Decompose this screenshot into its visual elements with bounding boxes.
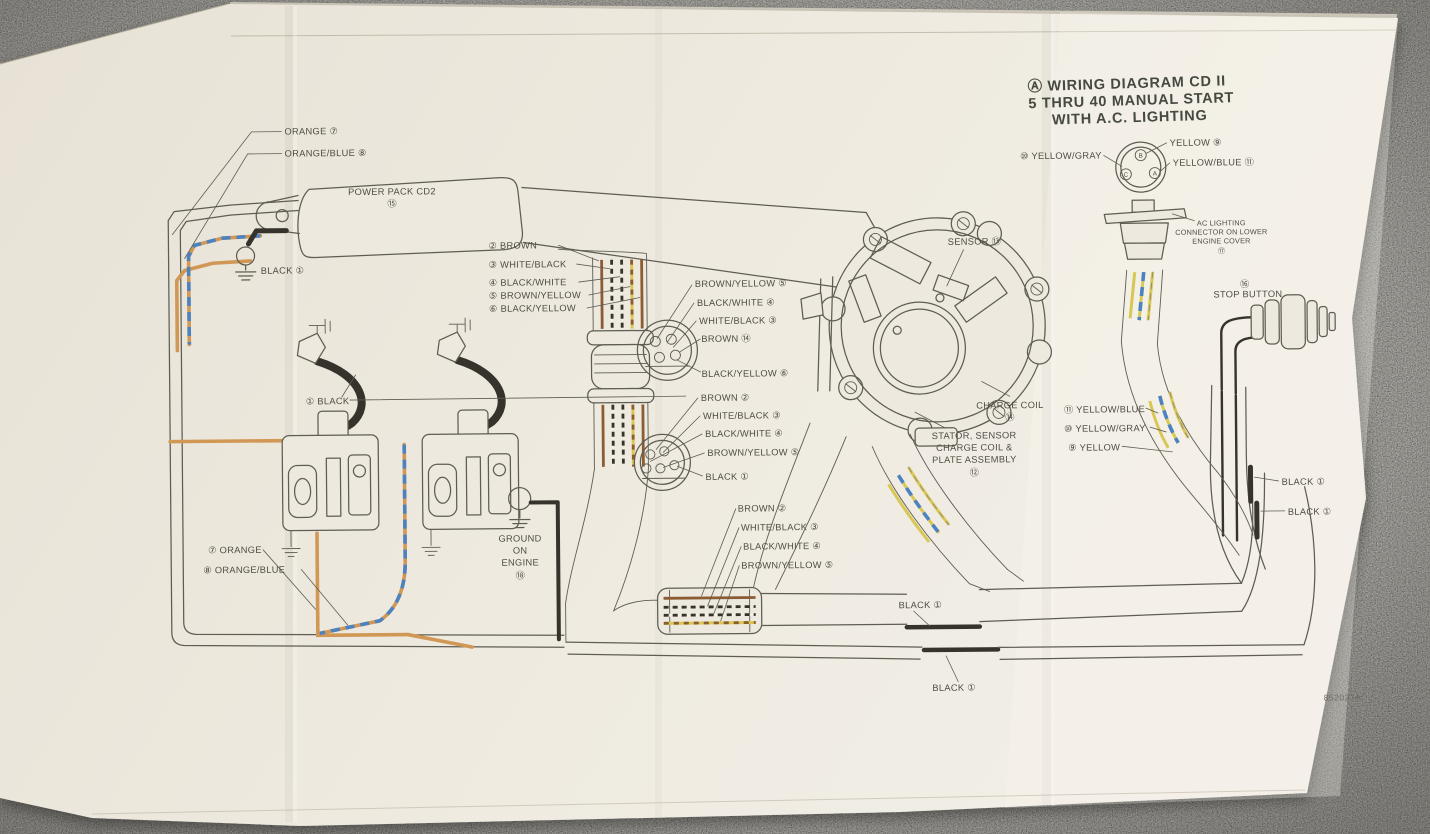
label-list-white-black: ③ WHITE/BLACK bbox=[489, 259, 567, 270]
label-black-1-mid-b: BLACK ① bbox=[932, 683, 976, 693]
wire-orange-bottom bbox=[315, 531, 474, 649]
ac-pin-b: B bbox=[1139, 153, 1143, 160]
wire-band-yellow-stator bbox=[871, 433, 1024, 592]
label-ac-conn-1: AC LIGHTING bbox=[1197, 218, 1246, 227]
label-ac-yellow-blue: YELLOW/BLUE ⑪ bbox=[1173, 157, 1254, 168]
label-conn4-black-yellow: BLACK/YELLOW ⑥ bbox=[702, 368, 789, 379]
label-black-1-mid-a: BLACK ① bbox=[899, 600, 943, 610]
label-stator-2: CHARGE COIL & bbox=[936, 442, 1013, 453]
wiring-right-band bbox=[1209, 384, 1266, 584]
label-list-brown: ② BROWN bbox=[488, 240, 537, 250]
ignition-coil-right bbox=[421, 317, 520, 556]
label-ground-2: ON bbox=[513, 546, 528, 556]
label-power-pack-num: ⑮ bbox=[387, 199, 397, 209]
label-ac-conn-num: ⑰ bbox=[1218, 246, 1226, 255]
ac-pin-c: C bbox=[1124, 172, 1129, 179]
ac-pin-a: A bbox=[1153, 170, 1158, 177]
label-black-1-right-b: BLACK ① bbox=[1288, 506, 1332, 516]
label-strip-brown: BROWN ② bbox=[738, 503, 787, 513]
ignition-coil-left bbox=[281, 318, 380, 558]
label-strip-brown-yellow: BROWN/YELLOW ⑤ bbox=[741, 560, 833, 571]
label-conn5-brown: BROWN ② bbox=[701, 393, 750, 403]
label-conn4-black-white: BLACK/WHITE ④ bbox=[697, 297, 775, 308]
label-sensor: SENSOR ⑬ bbox=[948, 236, 1002, 246]
label-stator-1: STATOR, SENSOR bbox=[932, 430, 1017, 441]
label-orange-blue-8: ORANGE/BLUE ⑧ bbox=[285, 148, 367, 159]
ground-on-engine-symbol bbox=[508, 486, 561, 642]
label-conn5-brown-yellow: BROWN/YELLOW ⑤ bbox=[707, 447, 799, 458]
label-orange-7: ORANGE ⑦ bbox=[284, 126, 338, 136]
stator-assembly bbox=[800, 211, 1053, 447]
wire-orange-left bbox=[168, 259, 284, 444]
label-power-pack: POWER PACK CD2 bbox=[348, 186, 436, 197]
label-ground-1: GROUND bbox=[498, 533, 541, 543]
connector-5pin bbox=[633, 433, 691, 491]
label-stop-button: STOP BUTTON bbox=[1213, 289, 1282, 300]
label-ac-yellow: YELLOW ⑨ bbox=[1170, 137, 1222, 147]
label-ac-conn-3: ENGINE COVER bbox=[1192, 236, 1250, 246]
label-ground-3: ENGINE bbox=[501, 557, 539, 567]
label-stator-num: ⑫ bbox=[970, 468, 980, 478]
label-conn5-black: BLACK ① bbox=[705, 472, 749, 482]
label-conn5-white-black: WHITE/BLACK ③ bbox=[703, 410, 781, 421]
label-yellow-gray-10: ⑩ YELLOW/GRAY bbox=[1064, 423, 1146, 434]
label-ground-num: ⑱ bbox=[516, 571, 526, 581]
stop-button bbox=[1220, 294, 1336, 395]
label-charge-coil-num: ⑭ bbox=[1005, 412, 1015, 422]
label-conn4-white-black: WHITE/BLACK ③ bbox=[699, 315, 777, 326]
label-stop-num: ⑯ bbox=[1240, 279, 1250, 289]
label-strip-white-black: WHITE/BLACK ③ bbox=[741, 522, 819, 533]
label-list-black-white: ④ BLACK/WHITE bbox=[489, 277, 567, 288]
wire-bundle-striped bbox=[558, 248, 661, 642]
leader-lines bbox=[171, 131, 1286, 683]
title-line-3: WITH A.C. LIGHTING bbox=[1052, 108, 1208, 129]
label-yellow-blue-11: ⑪ YELLOW/BLUE bbox=[1064, 404, 1145, 415]
label-orange-7b: ⑦ ORANGE bbox=[208, 545, 262, 555]
label-coil-black: ① BLACK bbox=[306, 396, 350, 406]
label-charge-coil: CHARGE COIL bbox=[976, 400, 1043, 411]
label-conn4-brown: BROWN ⑭ bbox=[701, 334, 751, 344]
diagram-labels: ORANGE ⑦ ORANGE/BLUE ⑧ POWER PACK CD2 ⑮ … bbox=[203, 126, 1362, 702]
wire-orange-blue-left bbox=[186, 234, 263, 347]
label-black-1-pack: BLACK ① bbox=[261, 265, 305, 275]
diagram-artwork: B C A bbox=[167, 71, 1362, 703]
label-list-brown-yellow: ⑤ BROWN/YELLOW bbox=[489, 290, 581, 301]
wiring-left-loop bbox=[167, 199, 565, 648]
label-ac-conn-2: CONNECTOR ON LOWER bbox=[1175, 227, 1267, 237]
label-orange-blue-8b: ⑧ ORANGE/BLUE bbox=[203, 565, 285, 576]
label-stator-3: PLATE ASSEMBLY bbox=[932, 454, 1017, 465]
title-line-1: Ⓐ WIRING DIAGRAM CD II bbox=[1027, 71, 1226, 95]
label-list-black-yellow: ⑥ BLACK/YELLOW bbox=[489, 303, 576, 314]
bottom-connector-strip bbox=[656, 586, 763, 635]
connector-4pin bbox=[636, 319, 699, 381]
label-conn4-brown-yellow: BROWN/YELLOW ⑤ bbox=[695, 278, 787, 289]
label-conn5-black-white: BLACK/WHITE ④ bbox=[705, 428, 783, 439]
wire-orange-blue-bottom bbox=[318, 442, 408, 636]
label-part-number: 852027A bbox=[1324, 692, 1362, 702]
title-line-2: 5 THRU 40 MANUAL START bbox=[1028, 90, 1234, 112]
power-pack-ground-symbol bbox=[235, 228, 289, 281]
power-pack bbox=[255, 176, 926, 316]
label-strip-black-white: BLACK/WHITE ④ bbox=[743, 541, 821, 552]
label-black-1-right-a: BLACK ① bbox=[1282, 477, 1326, 487]
wire-band-stator-left bbox=[753, 422, 847, 590]
label-ac-yellow-gray: ⑩ YELLOW/GRAY bbox=[1020, 150, 1102, 161]
label-yellow-9: ⑨ YELLOW bbox=[1068, 442, 1120, 452]
diagram-title: Ⓐ WIRING DIAGRAM CD II 5 THRU 40 MANUAL … bbox=[1027, 71, 1234, 129]
